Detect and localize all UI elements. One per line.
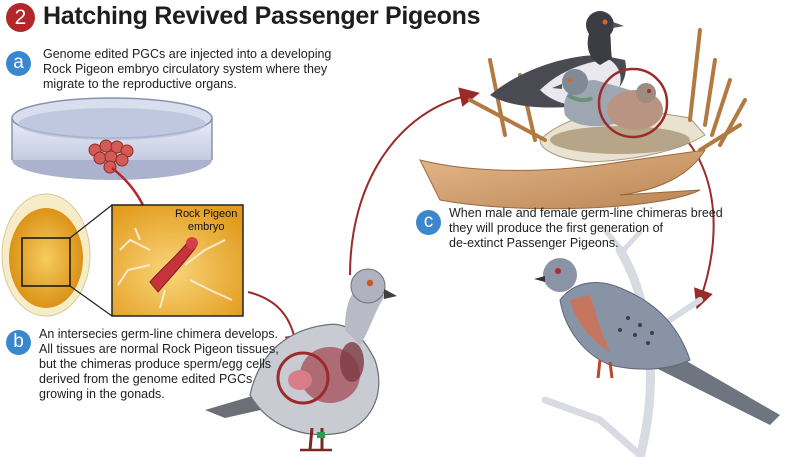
page-title: Hatching Revived Passenger Pigeons [43, 2, 481, 30]
step-b-text: An intersecies germ-line chimera develop… [39, 327, 279, 402]
arrow-chimera-to-nest [349, 87, 480, 276]
step-b-line-3: but the chimeras produce sperm/egg cells [39, 357, 272, 371]
zoom-line-top [69, 204, 113, 239]
zoom-line-bottom [69, 285, 113, 317]
section-number-badge: 2 [6, 3, 35, 32]
step-a-text: Genome edited PGCs are injected into a d… [43, 47, 331, 92]
embryo-label-line-1: Rock Pigeon [175, 208, 238, 220]
step-c-line-1: When male and female germ-line chimeras … [449, 206, 723, 220]
egg [1, 193, 91, 317]
nest-twigs [468, 28, 747, 152]
pgc-cluster [88, 139, 134, 174]
gonad-highlight [276, 351, 330, 405]
step-a-badge: a [6, 51, 31, 76]
embryo-label-line-2: embryo [187, 221, 225, 233]
step-a-line-2: Rock Pigeon embryo circulatory system wh… [43, 62, 328, 76]
step-c-badge: c [416, 210, 441, 235]
wing-spots [618, 316, 654, 345]
blood-vessels [117, 227, 233, 309]
step-a-line-3: migrate to the reproductive organs. [43, 77, 237, 91]
step-b-badge: b [6, 330, 31, 355]
step-c-line-3: de-extinct Passenger Pigeons. [449, 236, 619, 250]
chimera-pigeon [205, 268, 397, 452]
step-a-line-1: Genome edited PGCs are injected into a d… [43, 47, 332, 61]
passenger-pigeon-head [543, 258, 577, 292]
zoom-marker [21, 237, 71, 287]
step-c-text: When male and female germ-line chimeras … [449, 206, 723, 251]
embryo-head [186, 237, 198, 249]
step-b-line-5: growing in the gonads. [39, 387, 165, 401]
step-b-line-2: All tissues are normal Rock Pigeon tissu… [39, 342, 279, 356]
passenger-pigeon-breast [570, 295, 610, 352]
embryo-zoom-panel [111, 204, 244, 317]
step-b-line-4: derived from the genome edited PGCs [39, 372, 253, 386]
embryo-label: Rock Pigeon embryo [175, 208, 237, 234]
leg-band [317, 432, 325, 438]
rock-pigeon-2-head [562, 69, 588, 95]
step-b-line-1: An intersecies germ-line chimera develop… [39, 327, 278, 341]
step-c-line-2: they will produce the first generation o… [449, 221, 664, 235]
petri-dish [11, 97, 213, 180]
passenger-pigeon [534, 258, 780, 425]
passenger-pigeon-chick [607, 83, 663, 130]
chimera-head [350, 268, 386, 304]
passenger-pigeon-highlight [597, 67, 669, 139]
